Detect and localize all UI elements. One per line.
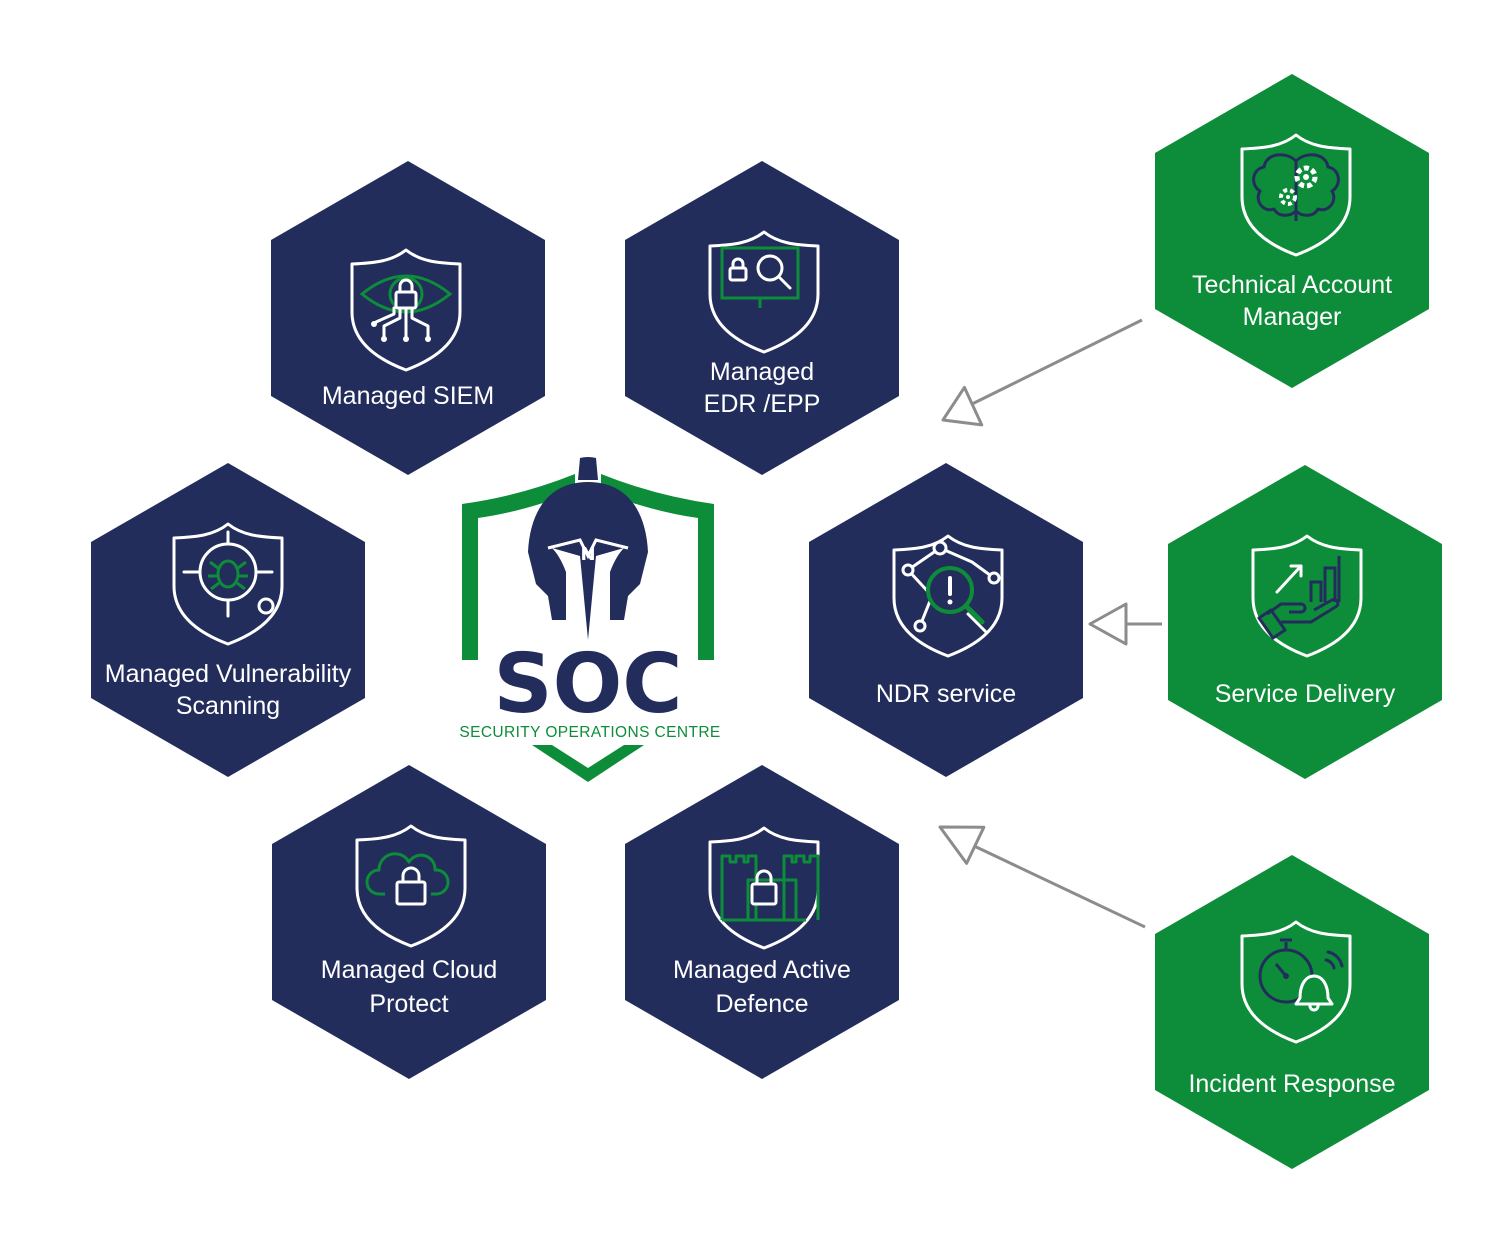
hand-growth-shield-icon [1251, 534, 1363, 658]
castle-lock-shield-icon [708, 826, 820, 950]
arrow-incident-to-ndr [938, 825, 1146, 929]
cloud-lock-shield-icon [355, 824, 467, 948]
monitor-search-lock-shield-icon [708, 230, 820, 354]
bug-target-shield-icon [172, 522, 284, 646]
hex-managed-siem[interactable]: Managed SIEM [271, 161, 545, 475]
helmet-letter: N [580, 544, 595, 565]
soc-title: SOC [494, 637, 683, 732]
label-incident-response: Incident Response [1188, 1070, 1395, 1098]
hex-service-delivery[interactable]: Service Delivery [1168, 465, 1442, 779]
brain-gears-shield-icon [1240, 133, 1352, 257]
label-service-delivery: Service Delivery [1215, 680, 1396, 708]
soc-logo: N SOC SECURITY OPERATIONS CENTRE [459, 457, 720, 782]
stopwatch-bell-shield-icon [1240, 920, 1352, 1044]
arrow-delivery-to-ndr [1088, 602, 1162, 646]
network-alert-shield-icon [892, 534, 1004, 658]
eye-lock-shield-icon [350, 248, 462, 372]
hex-incident-response[interactable]: Incident Response [1155, 855, 1429, 1169]
soc-subtitle: SECURITY OPERATIONS CENTRE [459, 724, 720, 741]
arrow-tam-to-ndr [941, 318, 1143, 427]
label-ndr-service: NDR service [876, 680, 1016, 708]
helmet-icon: N [528, 457, 648, 640]
label-managed-siem: Managed SIEM [322, 382, 494, 410]
hex-ndr-service[interactable]: NDR service [809, 463, 1083, 777]
